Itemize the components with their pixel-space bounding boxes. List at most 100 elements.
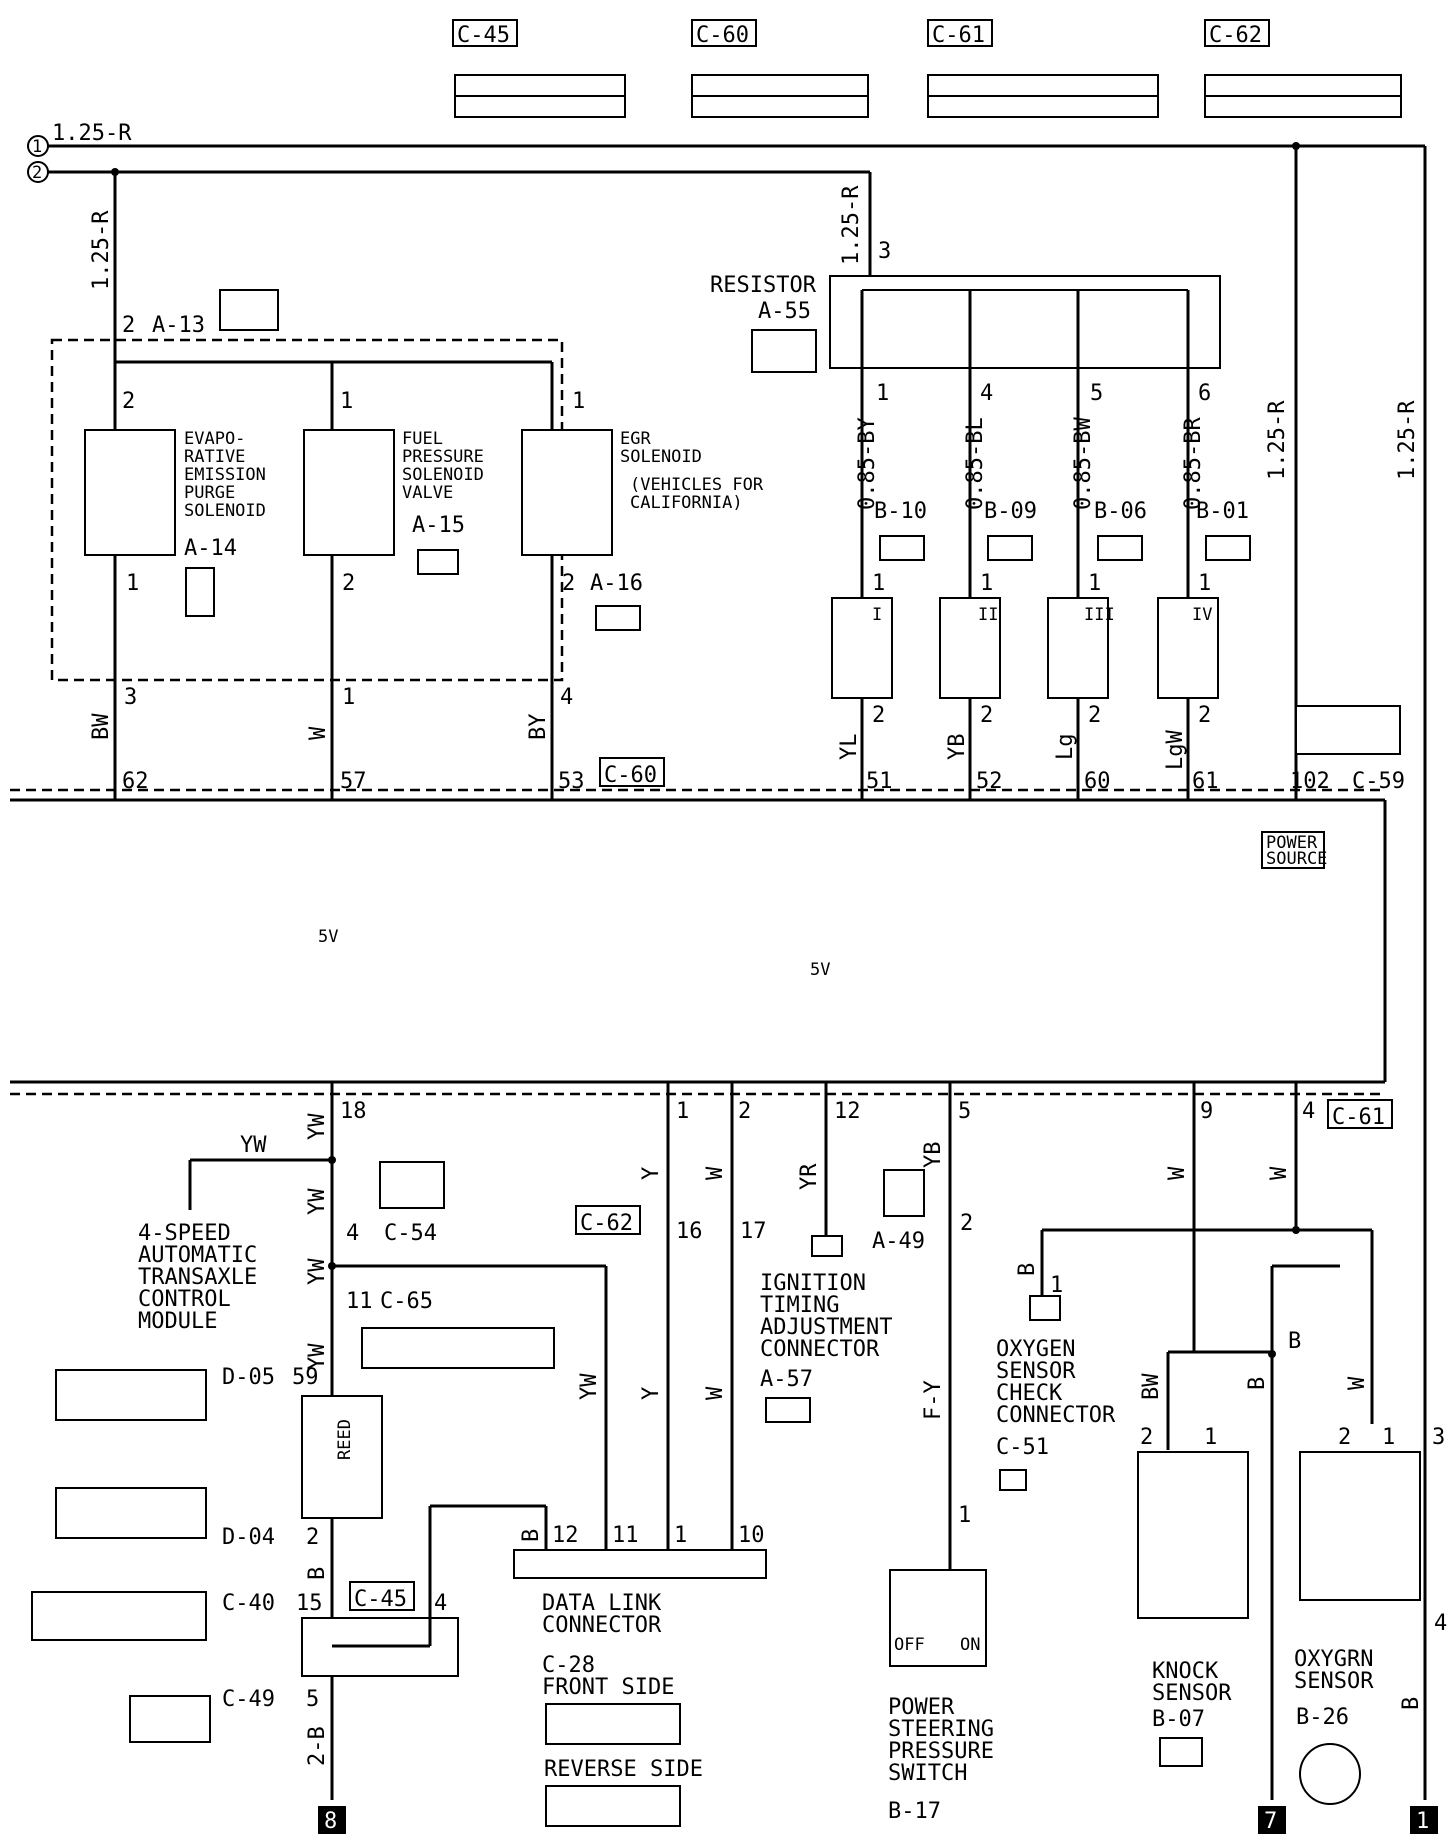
svg-text:9: 9 <box>1200 1099 1213 1124</box>
svg-text:(VEHICLES FOR: (VEHICLES FOR <box>630 475 764 495</box>
svg-text:1: 1 <box>340 389 353 414</box>
svg-text:REVERSE SIDE: REVERSE SIDE <box>544 1757 703 1782</box>
svg-text:1.25-R: 1.25-R <box>839 185 864 265</box>
svg-text:C-54: C-54 <box>384 1221 437 1246</box>
svg-text:1: 1 <box>32 137 42 157</box>
svg-text:B-09: B-09 <box>984 499 1037 524</box>
svg-text:B: B <box>305 1567 330 1580</box>
svg-text:III: III <box>1084 605 1115 625</box>
svg-text:OFF: OFF <box>894 1635 925 1655</box>
svg-text:VALVE: VALVE <box>402 483 453 503</box>
svg-text:C-40: C-40 <box>222 1591 275 1616</box>
svg-text:DATA LINK: DATA LINK <box>542 1591 662 1616</box>
svg-text:1: 1 <box>126 571 139 596</box>
data-link-connector: Y W C-62 16 17 YW Y W B 12 11 1 10 DATA … <box>513 1082 767 1827</box>
solenoid-a15: 1 FUEL PRESSURE SOLENOID VALVE A-15 2 1 … <box>303 362 484 800</box>
svg-text:A-49: A-49 <box>872 1229 925 1254</box>
svg-text:B-06: B-06 <box>1094 499 1147 524</box>
svg-text:B-07: B-07 <box>1152 1707 1205 1732</box>
svg-text:59: 59 <box>292 1365 319 1390</box>
svg-text:2: 2 <box>1338 1425 1351 1450</box>
svg-text:FUEL: FUEL <box>402 429 443 449</box>
svg-text:W: W <box>703 1166 728 1180</box>
svg-text:2: 2 <box>562 571 575 596</box>
svg-text:1: 1 <box>1204 1425 1217 1450</box>
svg-text:2: 2 <box>980 703 993 728</box>
svg-text:2: 2 <box>1198 703 1211 728</box>
svg-text:PURGE: PURGE <box>184 483 235 503</box>
svg-text:RESISTOR: RESISTOR <box>710 273 817 298</box>
svg-text:2: 2 <box>306 1525 319 1550</box>
resistor-a55: 3 RESISTOR A-55 1 4 5 6 <box>710 239 1221 406</box>
svg-text:C-62: C-62 <box>1209 23 1262 48</box>
svg-text:5: 5 <box>958 1099 971 1124</box>
svg-text:3: 3 <box>1432 1425 1445 1450</box>
svg-text:SOLENOID: SOLENOID <box>402 465 484 485</box>
svg-text:OXYGRN: OXYGRN <box>1294 1647 1373 1672</box>
svg-text:1: 1 <box>676 1099 689 1124</box>
svg-text:0.85-BL: 0.85-BL <box>963 417 988 510</box>
svg-text:W: W <box>1267 1166 1292 1180</box>
svg-text:CONNECTOR: CONNECTOR <box>760 1337 880 1362</box>
svg-text:YB: YB <box>945 734 970 761</box>
svg-text:5: 5 <box>1090 381 1103 406</box>
svg-text:5V: 5V <box>318 927 338 947</box>
svg-text:6: 6 <box>1198 381 1211 406</box>
svg-text:1: 1 <box>674 1523 687 1548</box>
svg-text:B: B <box>519 1529 544 1542</box>
svg-text:FRONT SIDE: FRONT SIDE <box>542 1675 674 1700</box>
svg-text:1: 1 <box>876 381 889 406</box>
power-bus: 1 2 1.25-R 1.25-R 1.25-R 1.25-R 1.25-R <box>27 121 1427 1800</box>
svg-text:C-49: C-49 <box>222 1687 275 1712</box>
svg-text:TIMING: TIMING <box>760 1293 839 1318</box>
svg-text:A-15: A-15 <box>412 513 465 538</box>
svg-text:12: 12 <box>834 1099 861 1124</box>
injector-4: 0.85-BR B-01 1 IV 2 LgW 61 <box>1157 290 1251 800</box>
svg-text:1: 1 <box>1050 1273 1063 1298</box>
connector-c62-legend: C-62 <box>1204 19 1402 118</box>
svg-text:4-SPEED: 4-SPEED <box>138 1221 231 1246</box>
svg-text:POWER: POWER <box>1266 833 1318 853</box>
svg-text:B: B <box>1245 1377 1270 1390</box>
svg-text:16: 16 <box>676 1219 703 1244</box>
svg-text:II: II <box>978 605 998 625</box>
svg-text:SOLENOID: SOLENOID <box>620 447 702 467</box>
svg-text:17: 17 <box>740 1219 767 1244</box>
svg-text:A-13: A-13 <box>152 313 205 338</box>
svg-text:KNOCK: KNOCK <box>1152 1659 1219 1684</box>
svg-text:1: 1 <box>342 685 355 710</box>
svg-text:YW: YW <box>305 1113 330 1140</box>
svg-text:YW: YW <box>577 1373 602 1400</box>
svg-text:ON: ON <box>960 1635 980 1655</box>
svg-text:BY: BY <box>526 714 551 741</box>
svg-text:ADJUSTMENT: ADJUSTMENT <box>760 1315 892 1340</box>
svg-text:3: 3 <box>124 685 137 710</box>
svg-text:EGR: EGR <box>620 429 651 449</box>
svg-text:A-16: A-16 <box>590 571 643 596</box>
svg-text:SOLENOID: SOLENOID <box>184 501 266 521</box>
svg-text:C-61: C-61 <box>932 23 985 48</box>
svg-text:POWER: POWER <box>888 1695 955 1720</box>
svg-text:F-Y: F-Y <box>921 1380 946 1420</box>
svg-text:Y: Y <box>639 1387 664 1400</box>
svg-text:3: 3 <box>878 239 891 264</box>
svg-text:CONNECTOR: CONNECTOR <box>996 1403 1116 1428</box>
svg-text:4: 4 <box>980 381 993 406</box>
lower-left-circuit: YW YW 4-SPEED AUTOMATIC TRANSAXLE CONTRO… <box>31 1082 608 1834</box>
svg-text:1: 1 <box>980 571 993 596</box>
svg-text:1: 1 <box>1198 571 1211 596</box>
svg-text:1: 1 <box>1382 1425 1395 1450</box>
solenoid-a16: 1 EGR SOLENOID (VEHICLES FOR CALIFORNIA)… <box>521 362 764 800</box>
svg-text:CHECK: CHECK <box>996 1381 1063 1406</box>
power-steering-switch: YB A-49 2 F-Y 1 OFF ON POWER STEERING PR… <box>872 1082 994 1824</box>
svg-text:EMISSION: EMISSION <box>184 465 266 485</box>
svg-text:C-61: C-61 <box>1332 1105 1385 1130</box>
svg-text:YW: YW <box>305 1343 330 1370</box>
svg-text:0.85-BR: 0.85-BR <box>1181 417 1206 510</box>
svg-text:I: I <box>872 605 882 625</box>
svg-text:YL: YL <box>837 734 862 761</box>
svg-text:2: 2 <box>1140 1425 1153 1450</box>
svg-text:SENSOR: SENSOR <box>1152 1681 1232 1706</box>
svg-text:A-55: A-55 <box>758 299 811 324</box>
